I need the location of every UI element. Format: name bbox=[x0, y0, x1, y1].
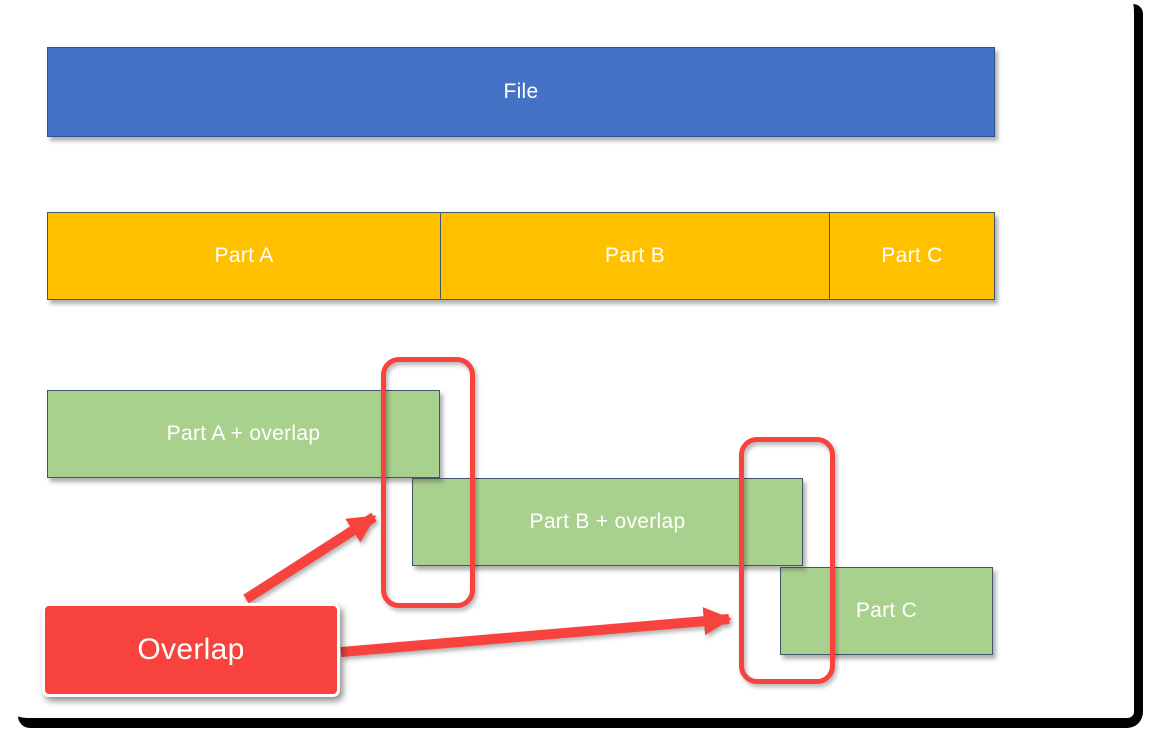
part-a-label: Part A bbox=[214, 244, 274, 267]
overlap-callout-label: Overlap bbox=[137, 633, 245, 666]
overlap-highlight-a-b bbox=[381, 357, 475, 608]
part-b-label: Part B bbox=[604, 244, 666, 267]
overlap-bar-b: Part B + overlap bbox=[412, 478, 803, 566]
overlap-bar-c: Part C bbox=[780, 567, 993, 655]
file-bar: File bbox=[47, 47, 995, 137]
parts-bar: Part A Part B Part C bbox=[47, 212, 995, 300]
file-bar-label: File bbox=[503, 80, 539, 103]
slide-shadow-frame bbox=[18, 4, 1143, 728]
overlap-bar-c-label: Part C bbox=[855, 599, 918, 622]
overlap-highlight-b-c bbox=[739, 437, 835, 684]
overlap-bar-a: Part A + overlap bbox=[47, 390, 440, 478]
part-c-label: Part C bbox=[881, 244, 943, 267]
part-a-segment: Part A bbox=[47, 212, 441, 300]
part-c-segment: Part C bbox=[830, 212, 995, 300]
overlap-bar-a-label: Part A + overlap bbox=[166, 422, 321, 445]
overlap-bar-b-label: Part B + overlap bbox=[529, 510, 686, 533]
overlap-callout: Overlap bbox=[42, 603, 340, 697]
part-b-segment: Part B bbox=[441, 212, 830, 300]
